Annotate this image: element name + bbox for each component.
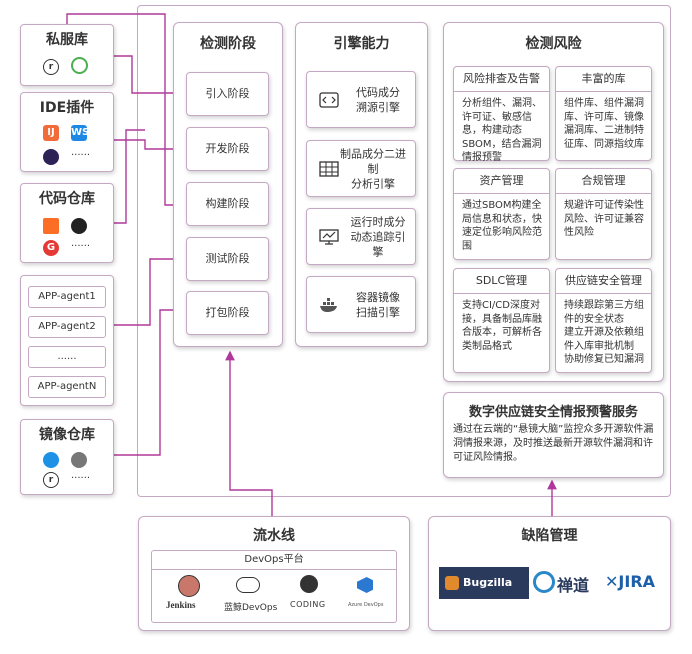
- risk-card-title: 合规管理: [556, 169, 651, 194]
- tool-label: Azure DevOps: [348, 602, 384, 608]
- agent-item: APP-agentN: [28, 376, 106, 398]
- defect-title: 缺陷管理: [521, 528, 578, 544]
- registry-icon: [71, 452, 87, 468]
- tool-label: Bugzilla: [463, 576, 513, 589]
- monitor-chart-icon: [319, 228, 339, 245]
- nexus-r-icon: r: [43, 59, 59, 75]
- risk-card-body: 通过SBOM构建全局信息和状态，快速定位影响风险范围: [462, 200, 542, 252]
- private-repo-box: 私服库 r: [20, 24, 114, 86]
- defect-management-box: 缺陷管理 Bugzilla 禅道 ✕JIRA: [428, 516, 671, 631]
- private-repo-title: 私服库: [46, 32, 88, 48]
- risk-card-body: 支持CI/CD深度对接，具备制品库融合版本，可解析各类制品格式: [462, 300, 542, 352]
- image-repo-more: ......: [71, 470, 91, 481]
- engine-label: 运行时成分 动态追踪引擎: [350, 215, 406, 258]
- engine-card: 运行时成分 动态追踪引擎: [306, 208, 416, 265]
- stage-item: 打包阶段: [186, 291, 269, 335]
- coding-icon: [300, 575, 318, 593]
- intellij-icon: IJ: [43, 125, 59, 141]
- tool-label: 禅道: [557, 576, 590, 595]
- agent-item: ......: [28, 346, 106, 368]
- stage-item: 构建阶段: [186, 182, 269, 226]
- binary-grid-icon: [319, 160, 339, 177]
- risk-card: 合规管理 规避许可证传染性风险、许可证兼容性风险: [555, 168, 652, 260]
- engines-title: 引擎能力: [333, 36, 390, 52]
- risk-card: 资产管理 通过SBOM构建全局信息和状态，快速定位影响风险范围: [453, 168, 550, 260]
- intel-service-box: 数字供应链安全情报预警服务 通过在云端的“悬镜大脑”监控众多开源软件漏洞情报来源…: [443, 392, 664, 478]
- jenkins-icon: [178, 575, 200, 597]
- engine-card: 制品成分二进制 分析引擎: [306, 140, 416, 197]
- webstorm-icon: WS: [71, 125, 89, 141]
- engine-card: 代码成分 溯源引擎: [306, 71, 416, 128]
- zentao-icon: [533, 571, 555, 593]
- image-repo-title: 镜像仓库: [39, 427, 95, 443]
- docker-icon: [320, 297, 337, 312]
- azure-devops-icon: [357, 577, 373, 593]
- risk-card-title: 风险排查及告警: [454, 67, 549, 92]
- risks-title: 检测风险: [525, 36, 582, 52]
- risk-card: SDLC管理 支持CI/CD深度对接，具备制品库融合版本，可解析各类制品格式: [453, 268, 550, 373]
- tool-label: JIRA: [618, 572, 656, 591]
- stage-item: 开发阶段: [186, 127, 269, 171]
- ide-plugin-box: IDE插件 IJ WS ......: [20, 92, 114, 172]
- risk-card-title: SDLC管理: [454, 269, 549, 294]
- risk-card-body: 持续跟踪第三方组件的安全状态 建立开源及依赖组件入库审批机制 协助修复已知漏洞: [564, 300, 644, 365]
- bugzilla-logo: Bugzilla: [439, 567, 529, 599]
- risk-card-body: 组件库、组件漏洞库、许可库、镜像漏洞库、二进制特征库、同源指纹库: [564, 98, 644, 150]
- risk-card-body: 规避许可证传染性风险、许可证兼容性风险: [564, 200, 644, 238]
- ide-plugin-title: IDE插件: [39, 100, 95, 116]
- bluewhale-icon: [236, 577, 260, 593]
- risk-card: 丰富的库 组件库、组件漏洞库、许可库、镜像漏洞库、二进制特征库、同源指纹库: [555, 66, 652, 161]
- jira-logo: ✕JIRA: [605, 572, 655, 591]
- stage-item: 测试阶段: [186, 237, 269, 281]
- stages-title: 检测阶段: [200, 36, 256, 52]
- bugzilla-icon: [445, 576, 459, 590]
- intel-title: 数字供应链安全情报预警服务: [468, 405, 638, 420]
- risk-card: 供应链安全管理 持续跟踪第三方组件的安全状态 建立开源及依赖组件入库审批机制 协…: [555, 268, 652, 373]
- devops-platform-box: DevOps平台 Jenkins 蓝鲸DevOps CODING Azure D…: [151, 550, 397, 623]
- engine-card: 容器镜像 扫描引擎: [306, 276, 416, 333]
- code-repo-box: 代码仓库 G ......: [20, 183, 114, 263]
- tool-label: CODING: [290, 600, 326, 609]
- risk-card-title: 资产管理: [454, 169, 549, 194]
- code-repo-title: 代码仓库: [39, 191, 95, 207]
- engine-label: 代码成分 溯源引擎: [356, 85, 400, 114]
- engine-label: 制品成分二进制 分析引擎: [340, 147, 406, 190]
- risk-card-title: 丰富的库: [556, 67, 651, 92]
- code-icon: [319, 91, 339, 108]
- risk-card: 风险排查及告警 分析组件、漏洞、许可证、敏感信息，构建动态SBOM，结合漏洞情报…: [453, 66, 550, 163]
- risk-card-body: 分析组件、漏洞、许可证、敏感信息，构建动态SBOM，结合漏洞情报预警: [462, 98, 542, 163]
- code-repo-more: ......: [71, 238, 91, 249]
- tool-label: 蓝鲸DevOps: [224, 603, 278, 613]
- eclipse-icon: [43, 149, 59, 165]
- engine-label: 容器镜像 扫描引擎: [356, 290, 400, 319]
- green-circle-icon: [71, 57, 88, 74]
- image-repo-box: 镜像仓库 r ......: [20, 419, 114, 495]
- github-icon: [71, 218, 87, 234]
- nexus-r-icon: r: [43, 472, 59, 488]
- docker-icon: [43, 452, 59, 468]
- pipeline-box: 流水线 DevOps平台 Jenkins 蓝鲸DevOps CODING Azu…: [138, 516, 410, 631]
- jira-icon: ✕: [605, 572, 619, 591]
- ide-more: ......: [71, 147, 91, 158]
- intel-body: 通过在云端的“悬镜大脑”监控众多开源软件漏洞情报来源，及时推送最新开源软件漏洞和…: [453, 424, 654, 463]
- pipeline-title: 流水线: [253, 528, 295, 544]
- risk-card-title: 供应链安全管理: [556, 269, 651, 294]
- stage-item: 引入阶段: [186, 72, 269, 116]
- gitee-icon: G: [43, 240, 59, 256]
- tool-label: Jenkins: [166, 600, 196, 610]
- agent-item: APP-agent1: [28, 286, 106, 308]
- gitlab-icon: [43, 218, 59, 234]
- devops-platform-title: DevOps平台: [152, 551, 396, 570]
- agent-item: APP-agent2: [28, 316, 106, 338]
